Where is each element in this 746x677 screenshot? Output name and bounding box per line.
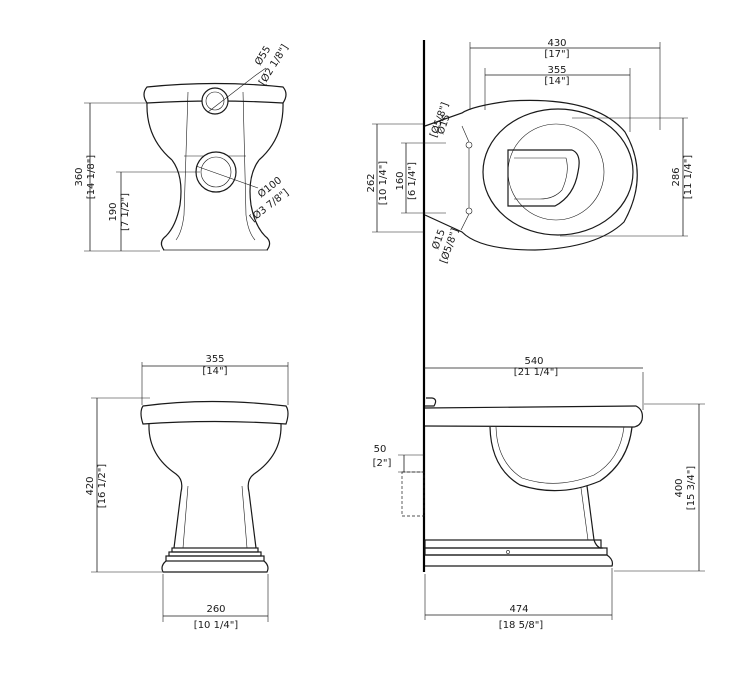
rear-drain-inner-circle [205, 91, 225, 111]
side-base-in: [18 5/8"] [499, 620, 543, 631]
side-pedestal [586, 485, 603, 549]
side-base-marker [506, 550, 510, 554]
plan-outer-rim [424, 99, 638, 251]
side-view: 50 [2"] 540 [21 1/4"] 400 [15 3/4"] 474 … [373, 356, 705, 631]
plan-outer-width-mm: 430 [547, 38, 566, 49]
front-rim [140, 400, 289, 425]
plan-inner-width-in: [14"] [544, 76, 569, 87]
front-bowl [148, 423, 282, 493]
front-height-in: [16 1/2"] [97, 464, 108, 508]
side-length-mm: 540 [524, 356, 543, 367]
front-height-mm: 420 [85, 476, 96, 495]
plan-fix-top-leader [461, 125, 470, 143]
rear-height-mm: 360 [74, 167, 85, 186]
plan-fix-span-mm: 160 [395, 171, 406, 190]
plan-span-in: [10 1/4"] [378, 161, 389, 205]
side-pedestal-inner [580, 487, 589, 541]
plan-fix-bottom-leader [460, 213, 470, 231]
front-base-step-3 [165, 555, 265, 562]
front-pedestal [173, 491, 257, 549]
rear-inlet-leader [195, 165, 259, 189]
side-rim [424, 397, 643, 428]
rear-drain-leader-tick [255, 67, 267, 76]
front-width-in: [14"] [202, 366, 227, 377]
front-pedestal-inner [182, 485, 248, 549]
plan-fix-hole-bottom [465, 207, 473, 215]
rear-pedestal-left [160, 159, 182, 251]
rear-inlet-inner-circle [200, 156, 232, 188]
side-offset-mm: 50 [374, 444, 387, 455]
rear-drain-leader [207, 74, 257, 113]
plan-seat [507, 149, 580, 207]
rear-inlet-circle [195, 151, 237, 193]
plan-span-mm: 262 [366, 173, 377, 192]
side-base-step-2 [424, 547, 608, 556]
plan-depth-in: [11 1/4"] [683, 155, 694, 199]
rear-height-in: [14 1/8"] [86, 155, 97, 199]
rear-inlet-height-in: [7 1/2"] [120, 193, 131, 231]
rear-inlet-height-mm: 190 [108, 202, 119, 221]
side-bowl [489, 426, 633, 492]
plan-bowl-outer [482, 108, 634, 236]
plan-inner-width-mm: 355 [547, 65, 566, 76]
side-bowl-inner [495, 426, 625, 484]
side-base-step-1 [424, 539, 602, 549]
plan-depth-mm: 286 [671, 167, 682, 186]
side-height-in: [15 3/4"] [686, 466, 697, 510]
plan-fix-hole-top [465, 141, 473, 149]
front-width-mm: 355 [205, 354, 224, 365]
plan-view: 430 [17"] 355 [14"] 286 [11 1/4"] 262 [1… [366, 38, 694, 265]
plan-outer-width-in: [17"] [544, 49, 569, 60]
plan-fix-span-in: [6 1/4"] [407, 162, 418, 200]
front-view: 355 [14"] 420 [16 1/2"] 260 [10 1/4"] [85, 354, 289, 631]
side-length-in: [21 1/4"] [514, 367, 558, 378]
rear-inner-post-left [175, 91, 189, 241]
front-base-mm: 260 [206, 604, 225, 615]
plan-seat-inner [514, 157, 568, 200]
side-base-plinth [425, 554, 614, 567]
front-base-in: [10 1/4"] [194, 620, 238, 631]
side-base-mm: 474 [509, 604, 528, 615]
rear-bowl-outline [146, 102, 284, 161]
side-hidden-outlet [401, 471, 425, 517]
rear-view: 360 [14 1/8"] 190 [7 1/2"] Ø55 [Ø2 1/8"]… [74, 42, 291, 252]
side-height-mm: 400 [674, 478, 685, 497]
side-offset-in: [2"] [373, 458, 392, 469]
rear-inner-post-right [242, 91, 256, 241]
front-base-plinth [161, 560, 269, 573]
rear-pedestal-right [249, 159, 271, 251]
